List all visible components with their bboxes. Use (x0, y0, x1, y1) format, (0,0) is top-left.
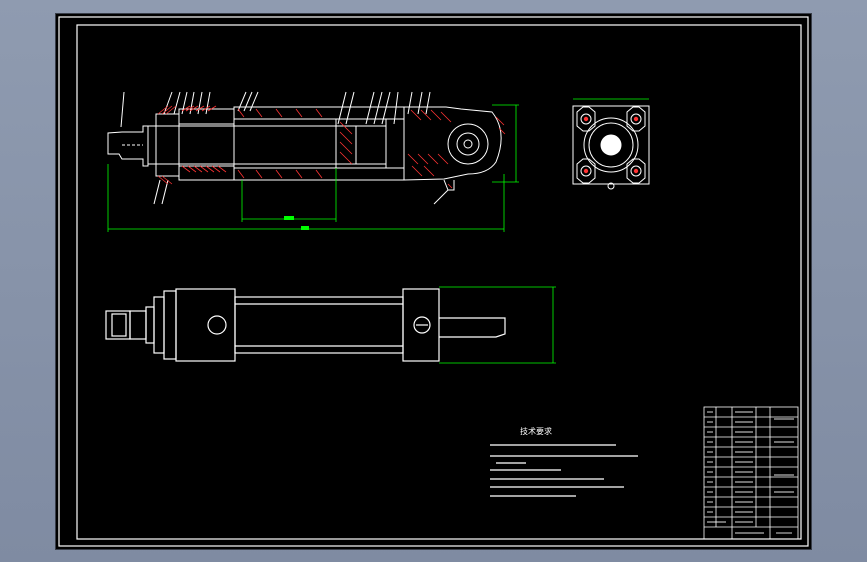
external-view (105, 288, 506, 362)
title-block-text (707, 411, 794, 534)
section-hatching (157, 105, 506, 189)
outer-frame (58, 16, 809, 547)
end-view (572, 105, 650, 190)
section-view (107, 91, 502, 205)
title-block (703, 406, 799, 540)
section-dimensions (107, 104, 519, 232)
end-view-marks (583, 116, 639, 174)
external-view-dimensions (439, 286, 556, 364)
notes-heading: 技术要求 (520, 426, 552, 436)
inner-frame (76, 24, 802, 540)
technical-notes: 技术要求 (490, 426, 638, 497)
drawing-sheet: 技术要求 (55, 13, 812, 550)
cad-drawing: 技术要求 (58, 16, 809, 547)
